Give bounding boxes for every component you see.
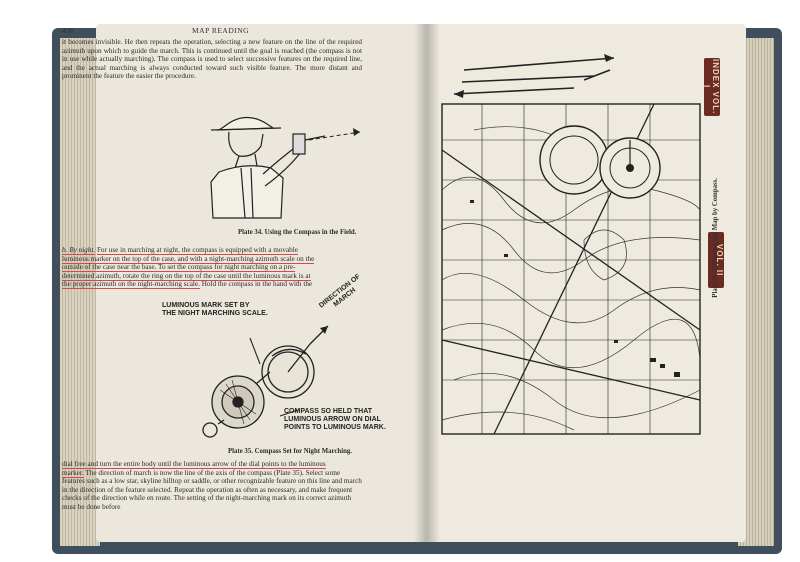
left-page-edges bbox=[60, 38, 100, 546]
para2-line2: luminous marker on the top of the case, … bbox=[62, 254, 315, 264]
open-book bbox=[52, 16, 782, 554]
para3-line2: marker. bbox=[62, 468, 84, 478]
plate36-caption: Plate 36. Orienting the Map by Compass. bbox=[712, 178, 719, 298]
book-gutter bbox=[414, 24, 440, 542]
vol2-tab[interactable]: VOL. II bbox=[708, 232, 724, 288]
para2-line4: determined azimuth, rotate the ring on t… bbox=[62, 271, 311, 281]
para2-line5b: Hold the compass in the hand with the bbox=[201, 280, 313, 289]
page-number: 456 bbox=[62, 26, 74, 35]
plate34-illustration bbox=[210, 116, 361, 219]
right-page bbox=[426, 24, 746, 542]
para2-line5: the proper azimuth on the night-marching… bbox=[62, 280, 200, 290]
luminous-mark-label: LUMINOUS MARK SET BY THE NIGHT MARCHING … bbox=[162, 302, 268, 317]
para2-lead: b. By night. bbox=[62, 246, 96, 255]
index-vol1-tab[interactable]: INDEX VOL. I bbox=[702, 58, 720, 116]
paragraph-1: it becomes invisible. He then repeats th… bbox=[62, 38, 362, 81]
running-head-title: MAP READING bbox=[192, 26, 250, 35]
plate35-caption: Plate 35. Compass Set for Night Marching… bbox=[228, 448, 352, 455]
plate34-caption: Plate 34. Using the Compass in the Field… bbox=[238, 229, 357, 236]
plate36-map bbox=[441, 54, 701, 435]
plate35-illustration bbox=[202, 325, 329, 438]
paragraph-3: dial free and turn the entire body until… bbox=[62, 460, 362, 512]
para3-line1: dial free and turn the entire body until… bbox=[62, 460, 326, 469]
para2-line3: outside of the case near the base. To se… bbox=[62, 263, 296, 273]
para3-rest: The direction of march is now the line o… bbox=[62, 468, 362, 511]
para2-line1: For use in marching at night, the compas… bbox=[96, 246, 298, 255]
left-page bbox=[96, 24, 428, 542]
paragraph-2: b. By night. For use in marching at nigh… bbox=[62, 246, 362, 290]
compass-held-label: COMPASS SO HELD THAT LUMINOUS ARROW ON D… bbox=[284, 408, 386, 431]
